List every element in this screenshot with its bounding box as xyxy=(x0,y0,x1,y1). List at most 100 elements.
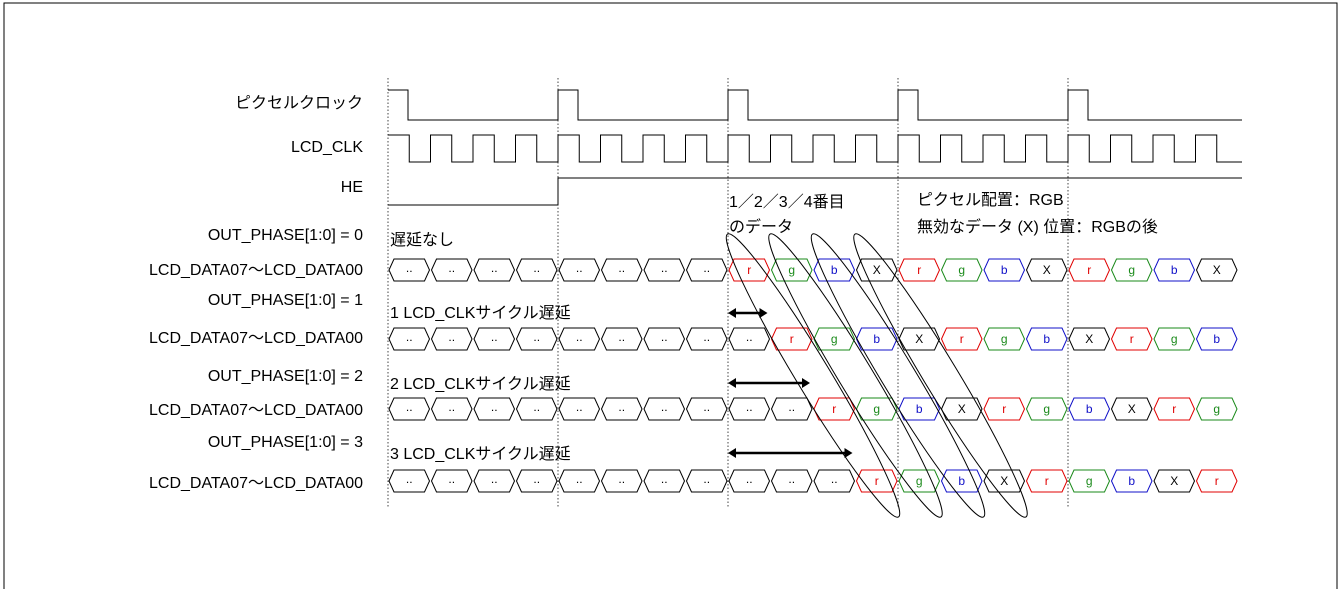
phase-3-label: OUT_PHASE[1:0] = 3 xyxy=(208,434,363,451)
bus-cell-value: .. xyxy=(788,400,795,414)
bus-cell xyxy=(430,469,473,493)
bus-cell-value: g xyxy=(788,263,795,277)
bus-cell-value: r xyxy=(1130,332,1134,346)
bus-cell-value: g xyxy=(958,263,965,277)
bus-cell-value: .. xyxy=(661,472,668,486)
bus-cell xyxy=(898,397,941,421)
bus-cell-value: .. xyxy=(448,472,455,486)
bus-cell-value: b xyxy=(831,263,838,277)
bus-cell-value: g xyxy=(916,474,923,488)
bus-cell-value: .. xyxy=(448,400,455,414)
bus-cell xyxy=(643,258,686,282)
delay-arrow-head-left xyxy=(728,448,736,458)
bus-cell-value: .. xyxy=(618,330,625,344)
data-group-ellipse xyxy=(768,233,943,518)
bus-cell-value: X xyxy=(1170,474,1178,488)
bus-cell-value: .. xyxy=(491,330,498,344)
bus-cell xyxy=(770,469,813,493)
delay-note-2: 2 LCD_CLKサイクル遅延 xyxy=(390,375,571,393)
bus-cell xyxy=(940,327,983,351)
delay-arrow-head-right xyxy=(802,378,810,388)
bus-cell xyxy=(388,258,431,282)
bus-cell-value: .. xyxy=(618,400,625,414)
bus-cell xyxy=(1110,397,1153,421)
bus-cell-value: X xyxy=(915,332,923,346)
he-waveform xyxy=(388,177,1242,206)
bus-cell-value: .. xyxy=(533,330,540,344)
row-1-data-label: LCD_DATA07～LCD_DATA00 xyxy=(149,330,363,347)
bus-cell-value: .. xyxy=(576,330,583,344)
phase-1-label: OUT_PHASE[1:0] = 1 xyxy=(208,292,363,309)
bus-cell-value: g xyxy=(831,332,838,346)
bus-cell-value: .. xyxy=(618,261,625,275)
bus-cell-value: .. xyxy=(661,330,668,344)
bus-cell-value: r xyxy=(917,263,921,277)
bus-cell xyxy=(728,469,771,493)
bus-cell xyxy=(643,327,686,351)
bus-cell-value: .. xyxy=(746,472,753,486)
bus-cell xyxy=(1195,258,1238,282)
bus-cell-value: b xyxy=(1128,474,1135,488)
bus-cell-value: .. xyxy=(746,330,753,344)
bus-cell-value: .. xyxy=(406,330,413,344)
bus-cell-value: .. xyxy=(576,400,583,414)
delay-arrow-head-right xyxy=(844,448,853,458)
data-group-ellipse xyxy=(810,233,986,518)
bus-cell xyxy=(1110,327,1153,351)
bus-cell xyxy=(770,397,813,421)
bus-cell xyxy=(1025,397,1068,421)
pixel-boundary-lines xyxy=(387,78,1069,508)
bus-cell xyxy=(685,258,728,282)
bus-cell-value: g xyxy=(1128,263,1135,277)
bus-cell-value: X xyxy=(1043,263,1051,277)
data-group-ellipse xyxy=(853,233,1028,518)
bus-cell xyxy=(515,469,558,493)
bus-cell xyxy=(1153,397,1196,421)
delay-note-3: 3 LCD_CLKサイクル遅延 xyxy=(390,445,571,463)
bus-cell-value: r xyxy=(790,332,794,346)
bus-cell xyxy=(813,327,856,351)
bus-cell-value: .. xyxy=(576,261,583,275)
bus-cell-value: g xyxy=(1086,474,1093,488)
bus-cell xyxy=(898,327,941,351)
delay-note-1: 1 LCD_CLKサイクル遅延 xyxy=(390,304,571,322)
bus-cell-value: b xyxy=(1043,332,1050,346)
bus-cell xyxy=(1195,469,1238,493)
bus-cell xyxy=(1025,258,1068,282)
bus-cell-value: .. xyxy=(661,261,668,275)
bus-cell-value: b xyxy=(1001,263,1008,277)
bus-cell-value: .. xyxy=(533,261,540,275)
bus-cell xyxy=(940,258,983,282)
bus-cell xyxy=(473,327,516,351)
bus-cell xyxy=(898,258,941,282)
bus-cell xyxy=(1110,469,1153,493)
he-label: HE xyxy=(341,179,363,196)
bus-cell xyxy=(813,397,856,421)
bus-cell xyxy=(388,469,431,493)
lcd-clk-waveform xyxy=(388,134,1242,163)
bus-cell-value: b xyxy=(958,474,965,488)
data-order-ellipses xyxy=(725,233,1028,518)
bus-cell-value: .. xyxy=(533,472,540,486)
bus-cell-value: .. xyxy=(746,400,753,414)
bus-cell xyxy=(515,258,558,282)
bus-cell-value: .. xyxy=(576,472,583,486)
row-2-data-label: LCD_DATA07～LCD_DATA00 xyxy=(149,402,363,419)
bus-cell xyxy=(1195,397,1238,421)
bus-cell xyxy=(855,327,898,351)
row-3-data-label: LCD_DATA07～LCD_DATA00 xyxy=(149,475,363,492)
bus-cell-value: r xyxy=(1172,402,1176,416)
data-group-ellipse xyxy=(725,233,901,518)
bus-cell xyxy=(600,469,643,493)
bus-cell xyxy=(1153,327,1196,351)
bus-cell-value: b xyxy=(916,402,923,416)
bus-cell-value: b xyxy=(1213,332,1220,346)
bus-cell xyxy=(430,397,473,421)
bus-cell-value: b xyxy=(873,332,880,346)
bus-cell xyxy=(473,397,516,421)
bus-cell-value: r xyxy=(1087,263,1091,277)
bus-cell-value: .. xyxy=(406,472,413,486)
bus-cell xyxy=(1025,327,1068,351)
bus-cell-value: .. xyxy=(448,261,455,275)
